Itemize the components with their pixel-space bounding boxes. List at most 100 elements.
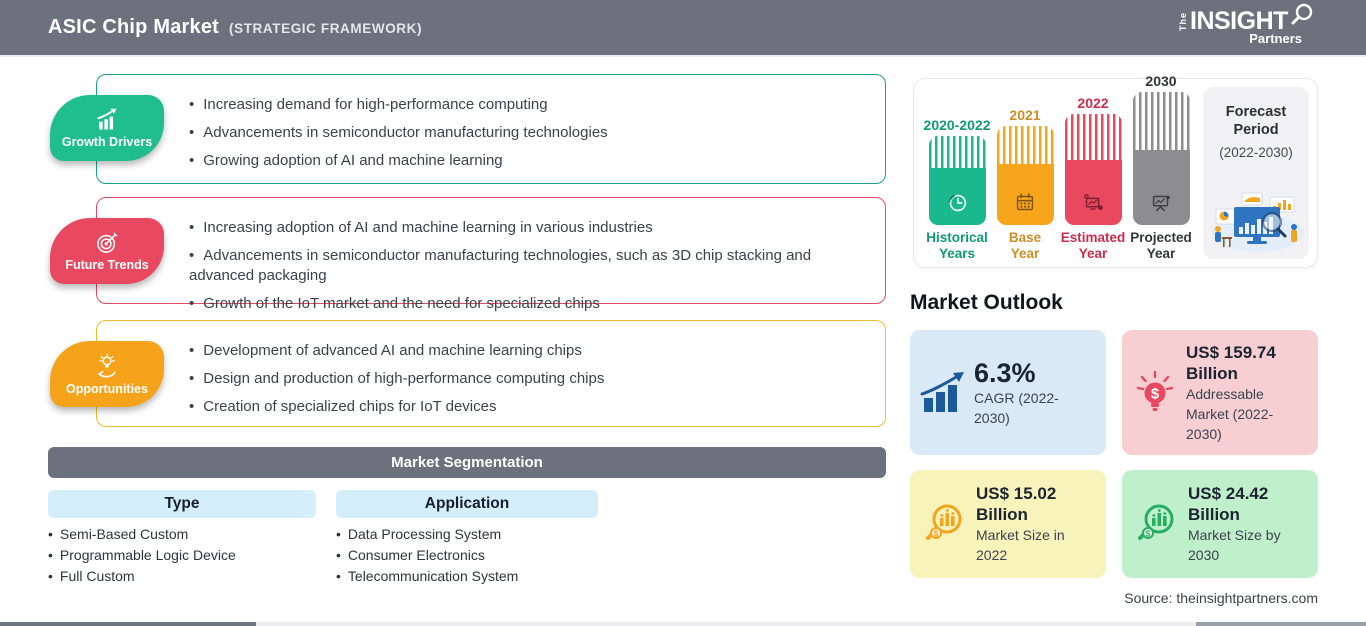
bottom-strip-left — [0, 622, 256, 626]
addressable-market-card: $ US$ 159.74 Billion Addressable Market … — [1122, 330, 1318, 455]
estimated-year-bar — [1064, 114, 1122, 225]
growth-drivers-badge: Growth Drivers — [50, 95, 164, 161]
page-title: ASIC Chip Market — [48, 16, 220, 38]
badge-label: Opportunities — [66, 381, 148, 396]
market-segmentation-header: Market Segmentation — [48, 447, 886, 478]
logo-the: The — [1178, 11, 1188, 31]
future-trends-badge: Future Trends — [50, 218, 164, 284]
forecast-title: Forecast — [1225, 104, 1287, 120]
list-item: Increasing adoption of AI and machine le… — [189, 218, 857, 238]
bar-caption: Historical Years — [926, 230, 988, 262]
badge-label: Growth Drivers — [61, 135, 153, 149]
card-value: US$ 159.74 Billion — [1186, 342, 1276, 383]
opportunities-box: Development of advanced AI and machine l… — [96, 320, 886, 427]
timeline-col-historical: 2020-2022 Historical Years — [924, 117, 991, 262]
analysts-illustration — [1212, 192, 1304, 252]
list-item: Full Custom — [48, 566, 236, 587]
bar-caption: Base Year — [1009, 230, 1041, 262]
forecast-period-panel: Forecast Period (2022-2030) — [1203, 87, 1309, 259]
list-item: Advancements in semiconductor manufactur… — [189, 123, 857, 143]
list-item: Data Processing System — [336, 524, 518, 545]
logo-row: The INSIGHT — [1178, 7, 1308, 35]
source-attribution: Source: theinsightpartners.com — [1124, 590, 1318, 606]
page-subtitle: (STRATEGIC FRAMEWORK) — [229, 21, 423, 36]
card-value: 6.3% — [974, 357, 1036, 388]
logo-partners: Partners — [1249, 31, 1302, 46]
caption-line: Historical — [926, 230, 988, 245]
year-label: 2021 — [1009, 107, 1041, 123]
card-desc: CAGR (2022-2030) — [974, 389, 1059, 426]
list-item: Telecommunication System — [336, 566, 518, 587]
bulb-hand-icon — [98, 352, 116, 377]
card-desc: Market Size in 2022 — [976, 527, 1065, 563]
calendar-icon — [1016, 193, 1034, 211]
caption-line: Base — [1008, 230, 1042, 245]
growth-bars-arrow-icon — [920, 371, 964, 412]
presentation-icon — [1152, 195, 1170, 212]
bar-stripes — [1132, 92, 1190, 150]
card-value: US$ 15.02 Billion — [976, 484, 1057, 524]
bar-stripes — [1064, 114, 1122, 160]
year-label: 2022 — [1077, 95, 1109, 111]
timeline-col-estimated: 2022 Estimated Year — [1061, 95, 1126, 262]
list-item: Increasing demand for high-performance c… — [189, 95, 857, 115]
growth-drivers-box: Increasing demand for high-performance c… — [96, 74, 886, 184]
opportunities-badge: Opportunities — [50, 341, 164, 407]
forecast-range: (2022-2030) — [1219, 145, 1293, 160]
market-size-2022-card: $ US$ 15.02 Billion Market Size in 2022 — [910, 470, 1106, 578]
bar-fill — [928, 168, 986, 225]
growth-drivers-list: Increasing demand for high-performance c… — [97, 75, 885, 171]
badge-label: Future Trends — [65, 258, 149, 272]
caption-line: Year — [1146, 246, 1176, 261]
application-list: Data Processing System Consumer Electron… — [336, 524, 518, 587]
header-titles: ASIC Chip Market (STRATEGIC FRAMEWORK) — [48, 16, 422, 39]
caption-line: Year — [1078, 246, 1108, 261]
magnifier-icon — [1291, 3, 1313, 25]
list-item: Creation of specialized chips for IoT de… — [189, 397, 857, 417]
insight-partners-logo: The INSIGHT Partners — [1178, 3, 1313, 51]
monitor-gear-icon — [1084, 194, 1103, 211]
list-item: Growing adoption of AI and machine learn… — [189, 151, 857, 171]
growth-chart-icon — [97, 108, 117, 130]
market-outlook-title: Market Outlook — [910, 291, 1063, 314]
bar-fill — [1064, 160, 1122, 225]
opportunities-list: Development of advanced AI and machine l… — [97, 321, 885, 417]
year-label: 2030 — [1145, 73, 1177, 89]
list-item: Growth of the IoT market and the need fo… — [189, 294, 857, 314]
list-item: Consumer Electronics — [336, 545, 518, 566]
timeline-card: 2020-2022 Historical Years 2021 — [913, 73, 1318, 268]
application-column-header: Application — [336, 490, 598, 518]
list-item: Semi-Based Custom — [48, 524, 236, 545]
dollar-bulb-icon: $ — [1136, 370, 1174, 411]
bar-fill — [996, 164, 1054, 225]
magnifier-bars-icon: $ — [1138, 504, 1174, 540]
caption-line: Year — [1010, 246, 1040, 261]
list-item: Advancements in semiconductor manufactur… — [189, 246, 857, 286]
segmentation-title: Market Segmentation — [391, 454, 543, 471]
bar-stripes — [996, 126, 1054, 164]
caption-line: Estimated — [1060, 230, 1126, 245]
bar-caption: Projected Year — [1130, 230, 1192, 262]
base-year-bar — [996, 126, 1054, 225]
historical-bar — [928, 136, 986, 225]
list-item: Development of advanced AI and machine l… — [189, 341, 857, 361]
type-column-header: Type — [48, 490, 316, 518]
timeline-bars: 2020-2022 Historical Years 2021 — [924, 73, 1192, 262]
card-desc: Market Size by 2030 — [1188, 527, 1281, 563]
svg-text:$: $ — [1146, 529, 1151, 539]
logo-insight: INSIGHT — [1190, 7, 1288, 35]
year-label: 2020-2022 — [923, 117, 991, 133]
bottom-strip-mid — [256, 622, 1196, 626]
bottom-strip-right — [1196, 622, 1366, 626]
cagr-card: 6.3% CAGR (2022-2030) — [910, 330, 1106, 455]
magnifier-bars-icon: $ — [926, 504, 962, 540]
card-value: US$ 24.42 Billion — [1188, 484, 1269, 524]
future-trends-list: Increasing adoption of AI and machine le… — [97, 198, 885, 314]
type-list: Semi-Based Custom Programmable Logic Dev… — [48, 524, 236, 587]
caption-line: Years — [938, 246, 976, 261]
clock-history-icon — [948, 194, 967, 212]
list-item: Programmable Logic Device — [48, 545, 236, 566]
future-trends-box: Increasing adoption of AI and machine le… — [96, 197, 886, 312]
timeline-col-projected: 2030 Projected Year — [1130, 73, 1192, 262]
svg-text:$: $ — [934, 529, 939, 539]
